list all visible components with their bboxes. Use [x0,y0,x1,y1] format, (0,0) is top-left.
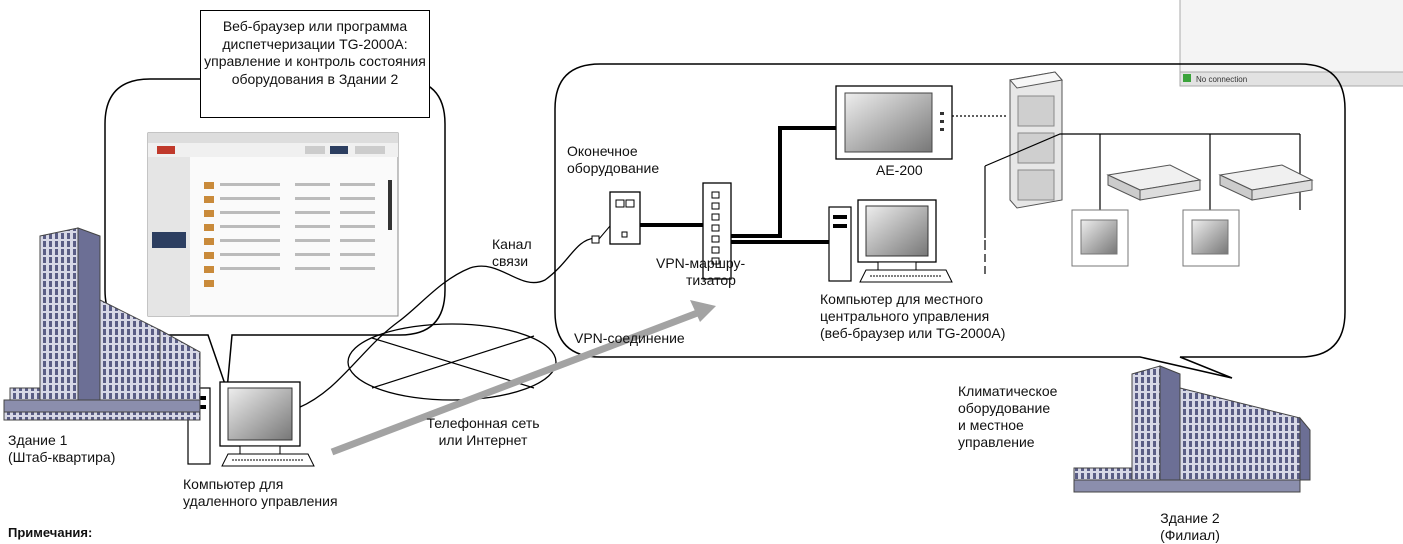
callout-line: управление и контроль состояния [201,53,429,71]
notes-title: Примечания: [8,525,92,540]
callout-line: диспетчеризации TG-2000A: [201,36,429,54]
indoor-unit-1 [1108,165,1200,200]
building2-illustration [1074,366,1310,492]
callout-line: Веб-браузер или программа [201,18,429,36]
terminal-equipment [592,192,640,244]
label-ae200: AE-200 [876,162,923,179]
outdoor-unit [1010,72,1062,208]
label-building2: Здание 2(Филиал) [1140,510,1240,544]
label-vpn: VPN-соединение [574,330,685,347]
indoor-unit-2 [1220,165,1312,200]
label-router: VPN-маршру-тизатор [656,255,745,289]
ae200-controller [836,86,952,159]
remote-pc [188,382,314,466]
label-building1: Здание 1(Штаб-квартира) [8,432,115,466]
app-window-fragment [1180,0,1403,86]
svg-text:No connection: No connection [1196,75,1247,84]
local-pc [829,200,952,282]
callout-box: Веб-браузер или программа диспетчеризаци… [200,10,430,118]
network-ellipse [348,324,556,400]
remote-controller-2 [1183,210,1239,266]
link-router-ae200 [731,128,836,236]
tg2000a-screenshot [148,133,398,316]
remote-controller-1 [1072,210,1128,266]
callout-line: оборудования в Здании 2 [201,71,429,89]
